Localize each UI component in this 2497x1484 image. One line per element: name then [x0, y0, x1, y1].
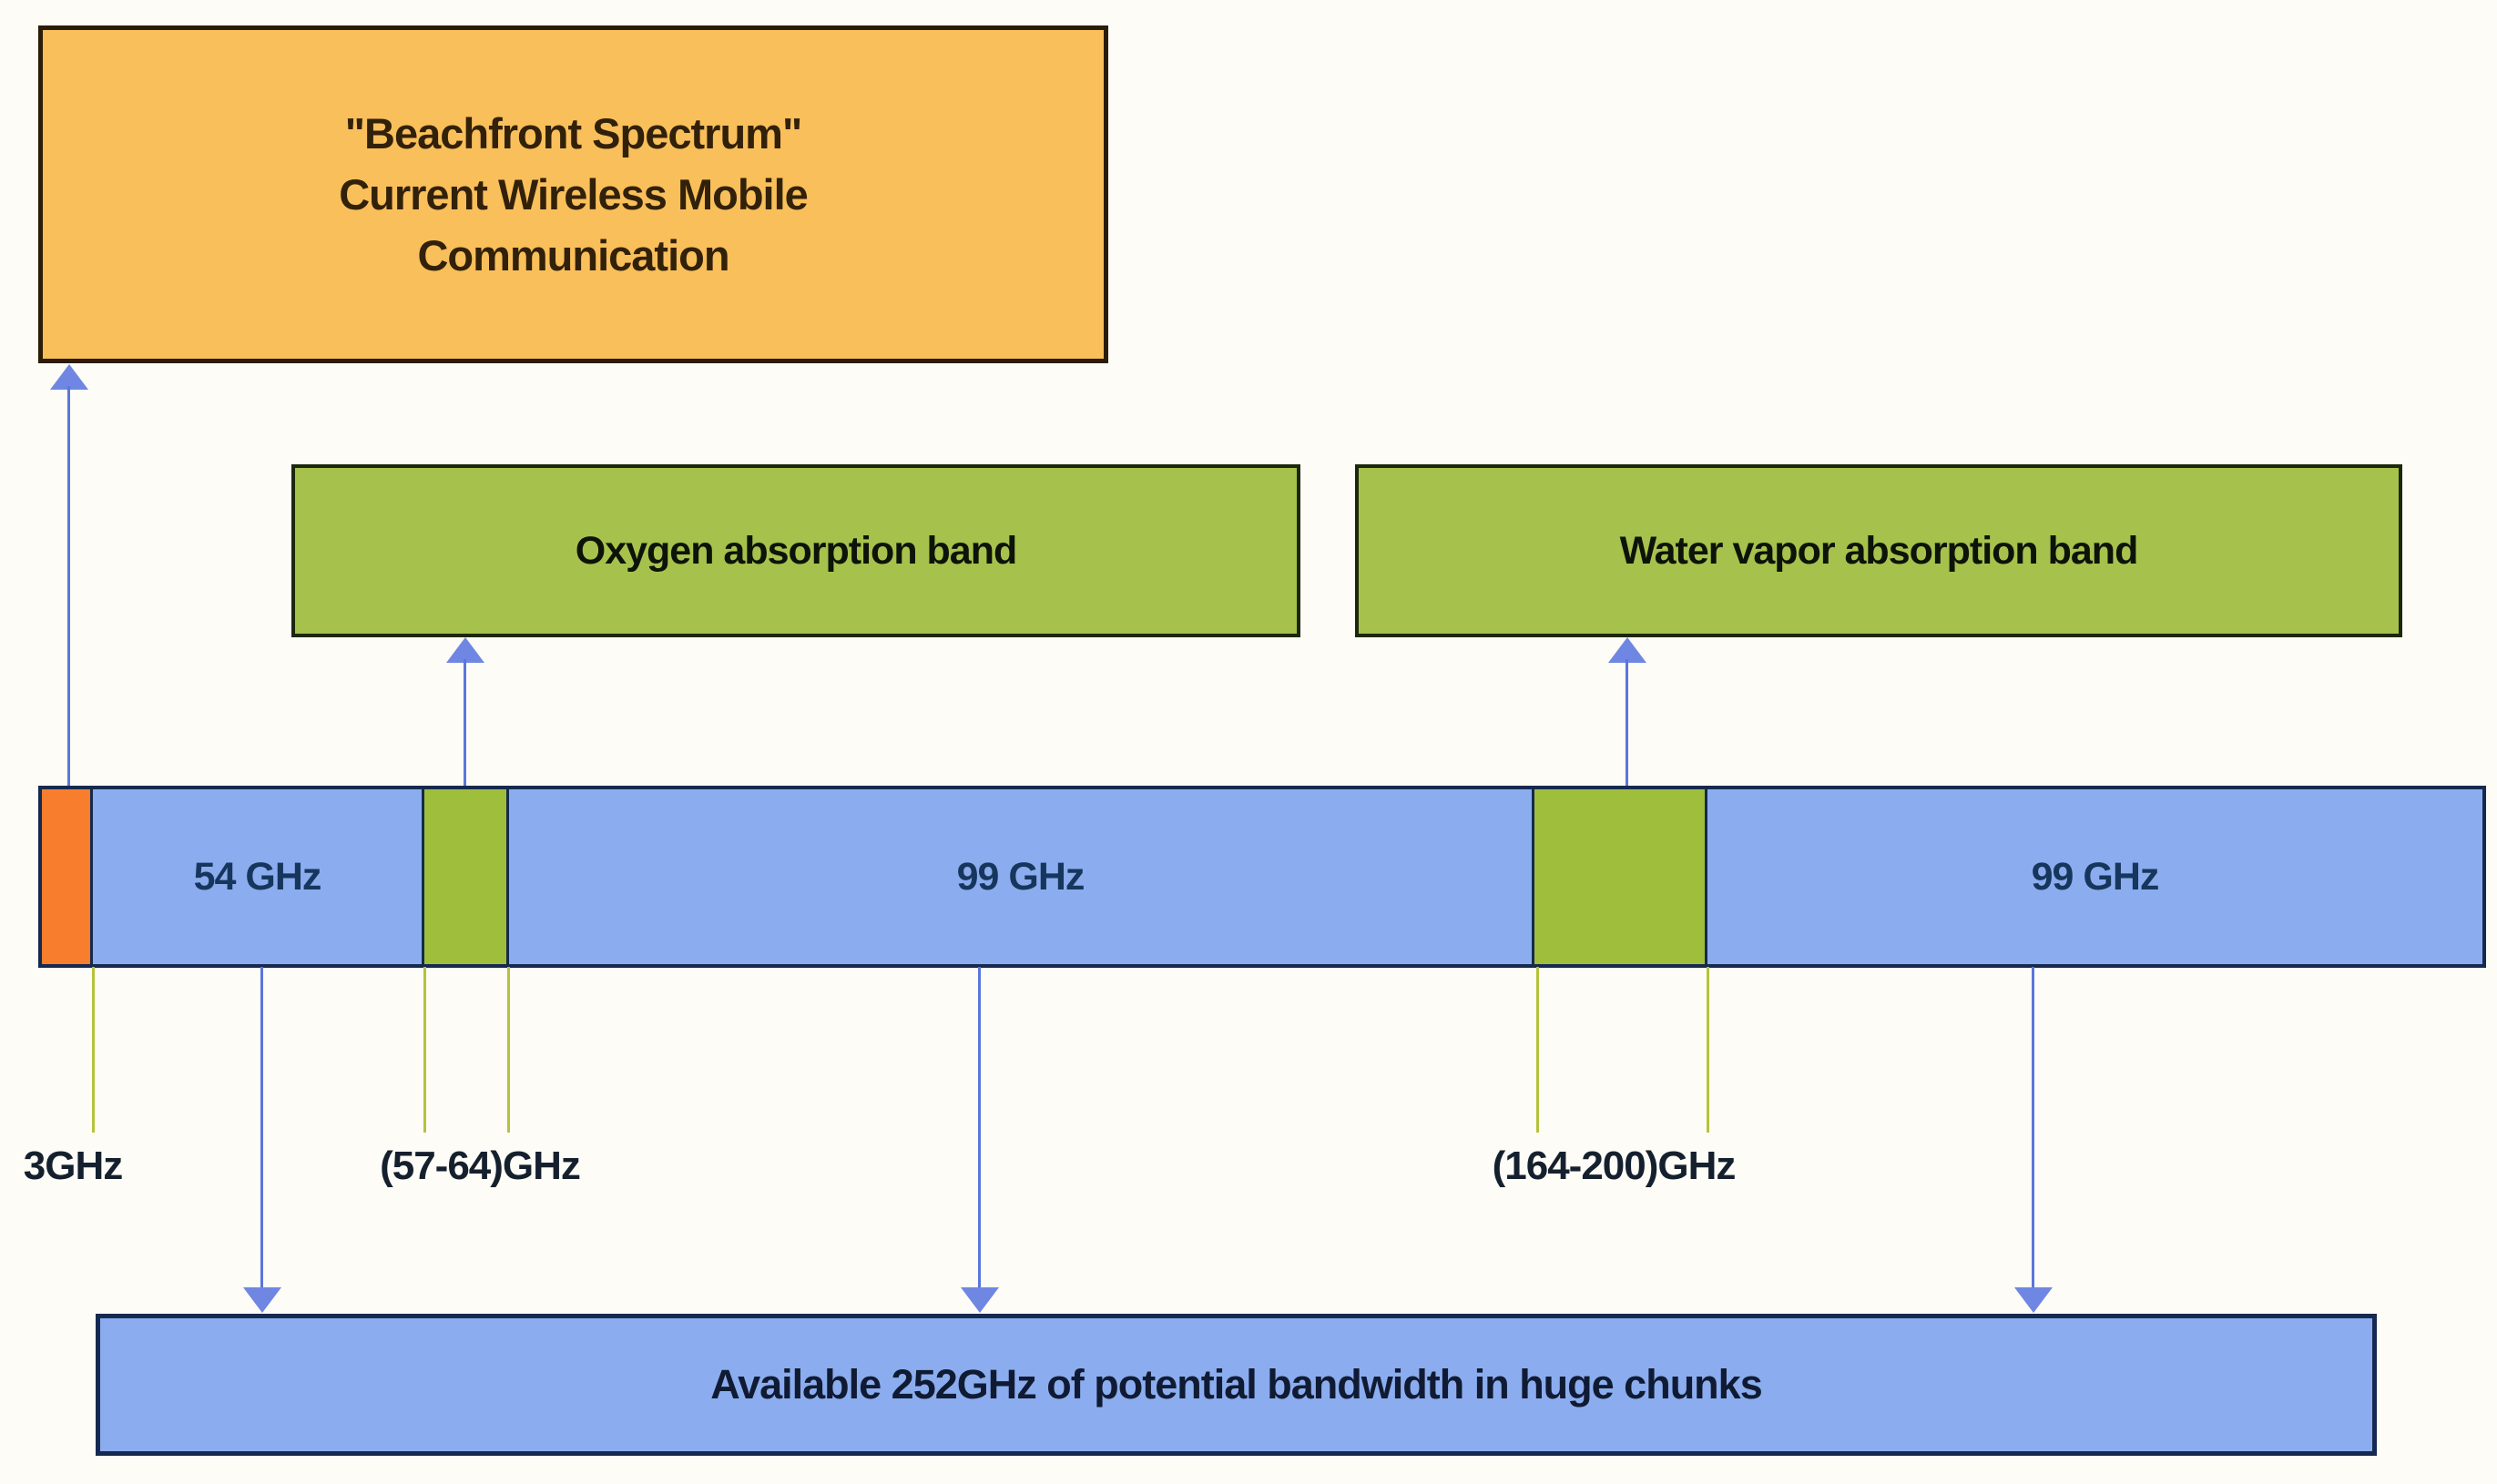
arrow-bar-to-oxygen-box: [446, 637, 484, 786]
beachfront-line-2: Current Wireless Mobile: [339, 170, 809, 219]
callout-line-200ghz: [1707, 967, 1709, 1133]
oxygen-absorption-box: Oxygen absorption band: [291, 464, 1300, 637]
bar-segment-water-vapor-band: [1534, 789, 1707, 964]
arrow-bar-to-beachfront-box: [50, 364, 88, 786]
callout-line-164ghz: [1536, 967, 1539, 1133]
beachfront-line-1: "Beachfront Spectrum": [344, 109, 802, 158]
arrow-up-head-icon: [50, 364, 88, 390]
bar-segment-99ghz-first-label: 99 GHz: [956, 854, 1085, 899]
bar-segment-54ghz: 54 GHz: [93, 789, 424, 964]
beachfront-spectrum-box: "Beachfront Spectrum" Current Wireless M…: [38, 25, 1108, 363]
arrow-down-head-icon: [961, 1287, 999, 1313]
bar-segment-oxygen-band: [424, 789, 509, 964]
spectrum-bar: 54 GHz 99 GHz 99 GHz: [38, 786, 2486, 968]
bar-segment-beachfront-3ghz: [42, 789, 93, 964]
label-57-64ghz: (57-64)GHz: [380, 1143, 581, 1188]
water-vapor-absorption-label: Water vapor absorption band: [1619, 528, 2139, 573]
bar-segment-99ghz-second-label: 99 GHz: [2031, 854, 2160, 899]
callout-line-3ghz: [92, 967, 95, 1133]
bar-segment-99ghz-first: 99 GHz: [509, 789, 1534, 964]
available-bandwidth-box: Available 252GHz of potential bandwidth …: [96, 1314, 2377, 1456]
arrow-99ghz-first-to-available-box: [961, 967, 999, 1313]
water-vapor-absorption-box: Water vapor absorption band: [1355, 464, 2402, 637]
label-3ghz: 3GHz: [23, 1143, 123, 1188]
beachfront-line-3: Communication: [417, 231, 729, 280]
label-164-200ghz: (164-200)GHz: [1492, 1143, 1737, 1188]
arrow-bar-to-water-vapor-box: [1608, 637, 1646, 786]
arrow-down-head-icon: [2014, 1287, 2053, 1313]
available-bandwidth-label: Available 252GHz of potential bandwidth …: [710, 1361, 1762, 1408]
callout-line-57ghz: [423, 967, 426, 1133]
arrow-54ghz-to-available-box: [243, 967, 281, 1313]
oxygen-absorption-label: Oxygen absorption band: [575, 528, 1017, 573]
arrow-99ghz-second-to-available-box: [2014, 967, 2053, 1313]
bar-segment-54ghz-label: 54 GHz: [193, 854, 322, 899]
arrow-up-head-icon: [446, 637, 484, 663]
arrow-down-head-icon: [243, 1287, 281, 1313]
arrow-up-head-icon: [1608, 637, 1646, 663]
bar-segment-99ghz-second: 99 GHz: [1707, 789, 2482, 964]
callout-line-64ghz: [507, 967, 510, 1133]
